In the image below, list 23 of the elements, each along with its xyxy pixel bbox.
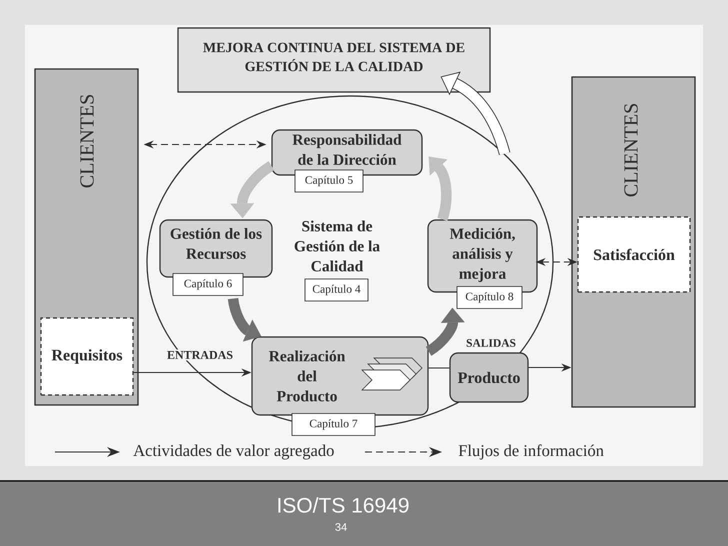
hollow-arrow: [440, 72, 510, 156]
connector-line: [428, 367, 450, 369]
dashed-box: Requisitos: [40, 317, 134, 396]
dashed-box: Satisfacción: [577, 216, 691, 293]
chapter-tab: Capítulo 8: [456, 286, 522, 309]
ellipse-label: Sistema de Gestión de la Calidad: [294, 220, 380, 272]
legend-text: Actividades de valor agregado: [133, 444, 334, 460]
chapter-tab: Capítulo 6: [172, 273, 244, 296]
page-number: 34: [335, 523, 347, 531]
footer-title: ISO/TS 16949: [278, 497, 409, 513]
block-arrow: [228, 298, 262, 342]
chapter-tab: Capítulo 5: [294, 170, 364, 192]
caption-text: SALIDAS: [466, 339, 516, 347]
legend-text: Flujos de información: [458, 444, 604, 460]
block-arrow: [426, 308, 465, 356]
process-box: Gestión de los Recursos: [159, 219, 273, 278]
block-arrow: [428, 156, 452, 221]
process-box: Medición, análisis y mejora: [427, 219, 538, 293]
chapter-tab: Capítulo 4: [304, 278, 368, 302]
process-box: Responsabilidad de la Dirección: [271, 129, 423, 176]
chapter-tab: Capítulo 7: [292, 413, 376, 436]
block-arrow: [230, 161, 274, 218]
title-box: MEJORA CONTINUA DEL SISTEMA DE GESTIÓN DE LA CALIDAD: [177, 27, 491, 93]
